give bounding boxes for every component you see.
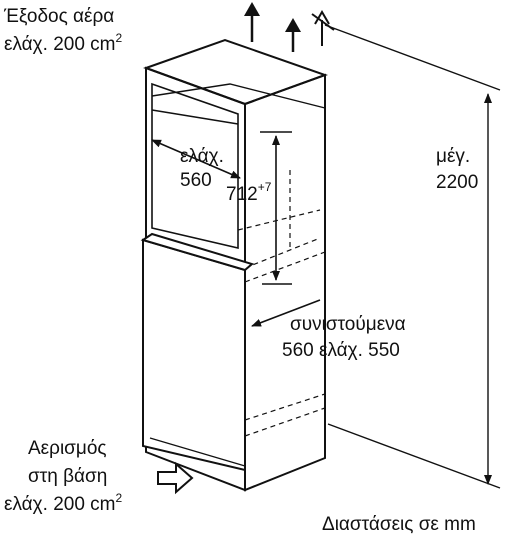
base-vent-label-2: στη βάση [28, 466, 107, 487]
cabinet-top-face [143, 38, 328, 106]
niche-height-dimension [260, 131, 292, 285]
max-height-value: 2200 [436, 172, 478, 193]
recommended-label: συνιστούμενα [290, 314, 406, 335]
appliance-door [140, 232, 255, 472]
air-outlet-arrow [244, 2, 260, 42]
no-air-arrow-crossed [311, 10, 335, 46]
max-height-label: μέγ. [436, 146, 470, 167]
depth-dimension [251, 299, 321, 327]
niche-height-tolerance: +7 [258, 180, 272, 194]
base-vent-arrow [157, 461, 194, 495]
cabinet-side-face [244, 73, 326, 492]
recommended-value: 560 ελάχ. 550 [282, 340, 400, 361]
units-note: Διαστάσεις σε mm [322, 514, 476, 535]
base-vent-label: Αερισμός [28, 438, 107, 459]
air-outlet-value: ελάχ. 200 cm2 [4, 31, 123, 55]
air-outlet-arrow-2 [285, 18, 301, 52]
air-outlet-label: Έξοδος αέρα [3, 6, 114, 27]
width-min-label: ελάχ. [180, 146, 224, 167]
width-dimension [151, 139, 241, 179]
door-panel [142, 238, 246, 472]
base-vent-sup: 2 [116, 491, 123, 505]
upper-shelf-front [151, 109, 239, 125]
upper-shelf-edge [151, 83, 326, 109]
base-vent-value: ελάχ. 200 cm2 [4, 491, 123, 515]
niche-height-label: 712+7 [226, 180, 272, 205]
door-top-edge [140, 232, 255, 272]
max-height-dimension [324, 24, 501, 489]
niche-opening [151, 82, 239, 250]
width-min-value: 560 [180, 170, 212, 191]
air-outlet-sup: 2 [116, 31, 123, 45]
